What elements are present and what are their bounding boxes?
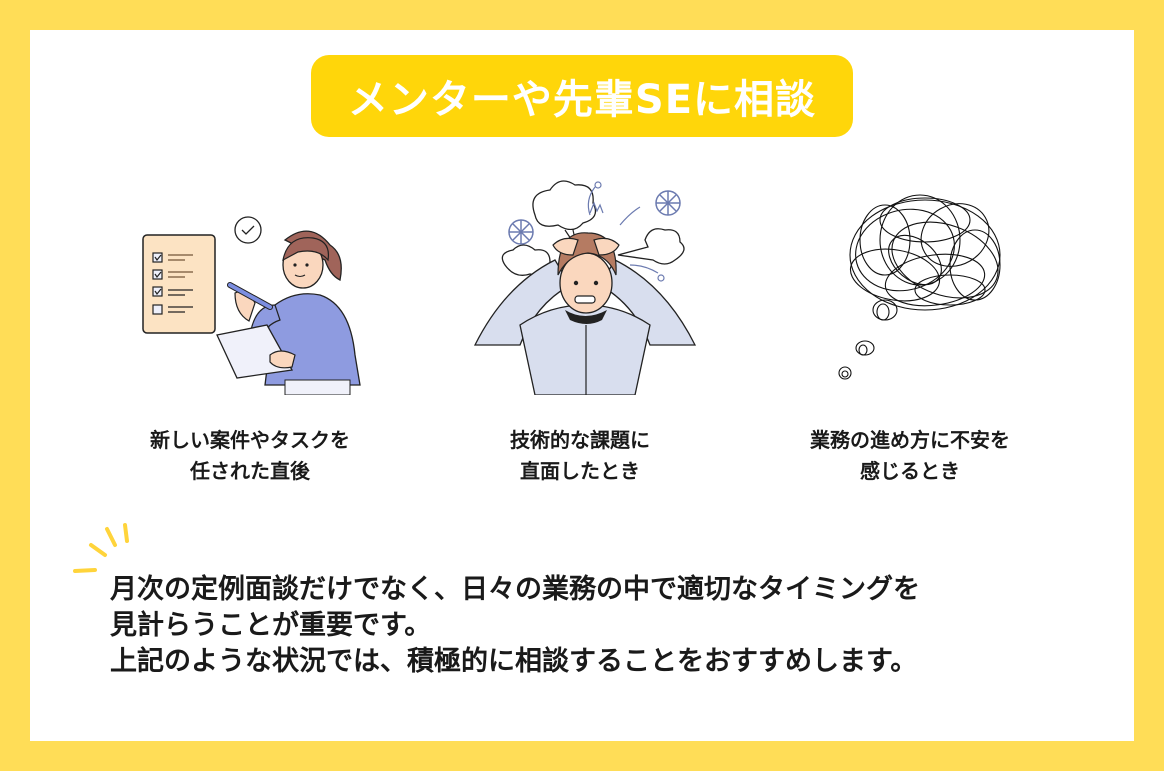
sparkle-accent-icon [73,523,129,573]
title-badge: メンターや先輩SEに相談 [311,55,853,137]
caption-line: 業務の進め方に不安を [810,428,1010,452]
caption-line: 技術的な課題に [510,428,650,452]
page-title: メンターや先輩SEに相談 [347,77,817,123]
situation-caption-work-anxiety: 業務の進め方に不安を 感じるとき [785,425,1035,487]
caption-line: 新しい案件やタスクを [150,428,350,452]
message-line: 上記のような状況では、積極的に相談することをおすすめします。 [110,646,918,677]
woman-with-checklist-illustration [142,216,361,395]
caption-line: 感じるとき [860,459,960,483]
content-panel: メンターや先輩SEに相談 [30,30,1134,741]
stressed-man-holding-head-illustration [473,180,697,395]
caption-line: 任された直後 [190,459,310,483]
situation-caption-technical-issue: 技術的な課題に 直面したとき [460,425,700,487]
message-line: 見計らうことが重要です。 [110,610,432,641]
message-line: 月次の定例面談だけでなく、日々の業務の中で適切なタイミングを [110,574,920,605]
tangled-thought-bubble-illustration [838,194,1001,380]
advice-message: 月次の定例面談だけでなく、日々の業務の中で適切なタイミングを 見計らうことが重要… [110,572,920,680]
caption-line: 直面したとき [520,459,640,483]
situation-caption-new-task: 新しい案件やタスクを 任された直後 [125,425,375,487]
